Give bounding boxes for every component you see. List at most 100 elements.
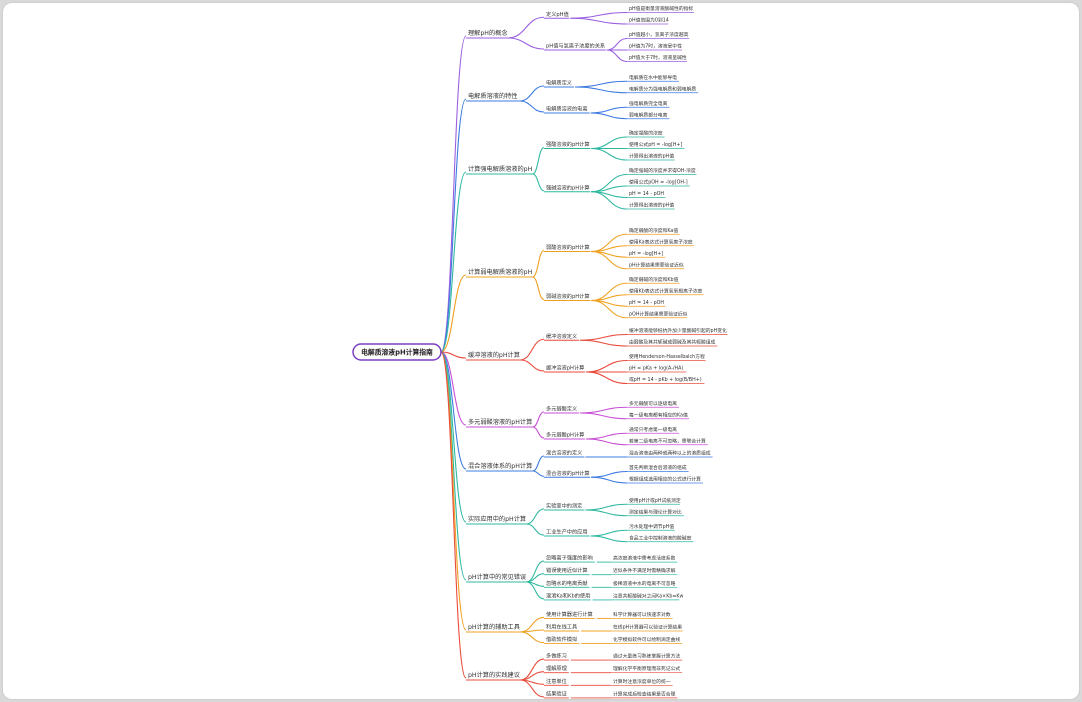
detail-connector [580, 333, 628, 341]
root-node[interactable] [352, 343, 442, 361]
subtopic-label[interactable]: 混淆Ka和Kb的使用 [546, 591, 590, 599]
subtopic-label[interactable]: 弱酸溶液的pH计算 [546, 243, 590, 251]
detail-label[interactable]: 或pH = 14 - pKb + log(B/BH+) [629, 376, 702, 383]
detail-label[interactable]: pH值越小，氢离子浓度越高 [629, 31, 689, 38]
detail-label[interactable]: 极稀溶液中水的电离不可忽略 [613, 580, 676, 587]
subtopic-label[interactable]: 电解质定义 [546, 79, 572, 87]
detail-label[interactable]: 高浓度溶液中需考虑活度系数 [613, 555, 676, 562]
detail-connector [585, 359, 628, 373]
detail-label[interactable]: 电解质分为强电解质和弱电解质 [629, 85, 696, 92]
branch-node-label[interactable]: pH计算中的常见错误 [468, 573, 526, 581]
detail-label[interactable]: 近似条件不满足时需精确求解 [613, 567, 676, 574]
detail-label[interactable]: 缓冲溶液能够抵抗外加少量酸碱引起的pH变化 [629, 327, 727, 334]
subtopic-label[interactable]: 强碱溶液的pH计算 [546, 183, 590, 191]
subtopic-label[interactable]: 多做练习 [546, 652, 567, 660]
branch-node-label[interactable]: pH计算的辅助工具 [468, 623, 520, 631]
detail-label[interactable]: 食品工业中控制溶液的酸碱度 [629, 534, 692, 541]
detail-label[interactable]: 通常只考虑第一级电离 [629, 426, 677, 433]
detail-label[interactable]: 测定结果与理论计算对比 [629, 508, 682, 515]
detail-label[interactable]: 由弱酸及其共轭碱或弱碱及其共轭酸组成 [629, 339, 716, 346]
branch-node-label[interactable]: pH计算的实践建议 [468, 671, 521, 679]
detail-label[interactable]: 使用Ka表达式计算氢离子浓度 [629, 238, 693, 245]
subtopic-label[interactable]: 工业生产中的应用 [546, 528, 588, 536]
detail-label[interactable]: 首先判断混合后溶液的组成 [629, 464, 687, 471]
detail-label[interactable]: 电解质在水中能够导电 [629, 74, 677, 81]
detail-label[interactable]: 若第二级电离不可忽略，需联合计算 [629, 437, 706, 444]
branch-node-label[interactable]: 计算弱电解质溶液的pH [468, 268, 533, 276]
detail-label[interactable]: 使用Henderson-Hasselbalch方程 [629, 353, 705, 360]
branch-node-label[interactable]: 缓冲溶液的pH计算 [468, 351, 520, 359]
branch-node-label[interactable]: 理解pH的概念 [468, 29, 508, 37]
subtopic-label[interactable]: 强酸溶液的pH计算 [546, 140, 590, 148]
detail-connector [590, 535, 628, 543]
detail-label[interactable]: 使用公式pOH = -log[OH-] [629, 179, 688, 186]
subtopic-label[interactable]: 混合溶液的定义 [546, 449, 582, 457]
detail-label[interactable]: 计算得出溶液的pH值 [629, 153, 674, 160]
subtopic-label[interactable]: 使用计算器进行计算 [546, 610, 593, 618]
subtopic-label[interactable]: 理解原理 [546, 664, 568, 672]
subtopic-label[interactable]: 实验室中的测定 [546, 502, 582, 510]
subtopic-label[interactable]: 注意单位 [546, 677, 567, 685]
detail-label[interactable]: 计算完成后检查结果是否合理 [613, 690, 676, 697]
detail-label[interactable]: 化学模拟软件可以绘制滴定曲线 [613, 636, 680, 643]
branch-node-label[interactable]: 实际应用中的pH计算 [468, 515, 526, 523]
detail-label[interactable]: 混合溶液由两种或两种以上的溶质组成 [629, 450, 711, 457]
subbranch-connector [532, 426, 545, 439]
detail-label[interactable]: 理解化学平衡原理而非死记公式 [613, 665, 680, 672]
subtopic-label[interactable]: 利用在线工具 [546, 623, 577, 631]
branch-node-label[interactable]: 电解质溶液的特性 [468, 92, 518, 100]
subtopic-label[interactable]: pH值与氢离子浓度的关系 [546, 42, 605, 50]
detail-label[interactable]: 污水处理中调节pH值 [629, 523, 674, 530]
branch-node-label[interactable]: 多元弱酸溶液的pH计算 [468, 418, 532, 426]
subtopic-label[interactable]: 结果验证 [546, 689, 567, 697]
subtopic-label[interactable]: 弱碱溶液的pH计算 [546, 292, 590, 300]
detail-label[interactable]: pH = -log[H+] [629, 251, 663, 257]
detail-connector [580, 406, 628, 414]
detail-label[interactable]: 多元弱酸可以逐级电离 [629, 400, 677, 407]
subtopic-label[interactable]: 定义pH值 [546, 10, 569, 18]
detail-label[interactable]: pH值大于7时，溶液呈碱性 [629, 54, 687, 61]
detail-label[interactable]: 根据组成选用相应的公式进行计算 [629, 476, 701, 483]
subtopic-label[interactable]: 缓冲溶液pH计算 [546, 364, 584, 372]
detail-label[interactable]: 确定强酸的浓度 [629, 130, 663, 137]
detail-label[interactable]: pH = 14 - pOH [629, 300, 664, 306]
subtopic-label[interactable]: 电解质溶液的电离 [546, 105, 588, 113]
subtopic-label[interactable]: 错误使用近似计算 [546, 566, 588, 574]
detail-label[interactable]: pH计算结果需要验证近似 [629, 261, 684, 268]
detail-connector [570, 17, 628, 25]
detail-label[interactable]: 确定强碱的浓度并求得OH-浓度 [629, 167, 696, 174]
detail-label[interactable]: 确定弱酸的浓度和Ka值 [629, 227, 678, 234]
subtopic-label[interactable]: 多元弱酸pH计算 [546, 431, 584, 439]
detail-label[interactable]: 使用pH计或pH试纸测定 [629, 497, 681, 504]
detail-label[interactable]: pH = pKa + log(A-/HA) [629, 366, 683, 372]
subtopic-label[interactable]: 借助软件模拟 [546, 635, 578, 643]
detail-label[interactable]: pH值是衡量溶液酸碱性的指标 [629, 5, 693, 12]
detail-label[interactable]: pH值范围为0到14 [629, 17, 669, 24]
detail-label[interactable]: pH = 14 - pOH [629, 191, 664, 197]
branch-node-label[interactable]: 混合溶液体系的pH计算 [468, 462, 532, 470]
branch-connector [440, 171, 467, 353]
subbranch-connector [507, 37, 545, 50]
subtopic-label[interactable]: 忽略水的电离贡献 [546, 579, 588, 587]
detail-label[interactable]: pOH计算结果需要验证近似 [629, 310, 688, 317]
detail-label[interactable]: 通过大量练习熟练掌握计算方法 [613, 653, 680, 660]
detail-label[interactable]: 强电解质完全电离 [629, 100, 668, 107]
detail-connector [591, 250, 628, 270]
detail-label[interactable]: 使用Kb表达式计算氢氧根离子浓度 [629, 287, 703, 294]
branch-connector [440, 351, 467, 359]
detail-label[interactable]: 在线pH计算器可以验证计算结果 [613, 624, 682, 631]
detail-label[interactable]: 计算得出溶液的pH值 [629, 202, 674, 209]
detail-label[interactable]: 每一级电离都有相应的Ka值 [629, 411, 688, 418]
subtopic-label[interactable]: 混合溶液的pH计算 [546, 469, 590, 477]
detail-label[interactable]: 弱电解质部分电离 [629, 111, 668, 118]
subtopic-label[interactable]: 多元弱酸定义 [546, 405, 577, 413]
subtopic-label[interactable]: 缓冲溶液定义 [546, 332, 577, 340]
detail-label[interactable]: 使用公式pH = -log[H+] [629, 141, 682, 148]
detail-label[interactable]: 计算时注意浓度单位的统一 [613, 678, 671, 685]
subtopic-label[interactable]: 忽略离子强度的影响 [546, 554, 593, 562]
detail-label[interactable]: pH值为7时，溶液呈中性 [629, 43, 682, 50]
detail-label[interactable]: 注意共轭酸碱对之间Ka×Kb=Kw [613, 592, 684, 599]
branch-node-label[interactable]: 计算强电解质溶液的pH [468, 165, 533, 173]
detail-label[interactable]: 确定弱碱的浓度和Kb值 [629, 276, 679, 283]
detail-label[interactable]: 科学计算器可以快速求对数 [613, 611, 671, 618]
